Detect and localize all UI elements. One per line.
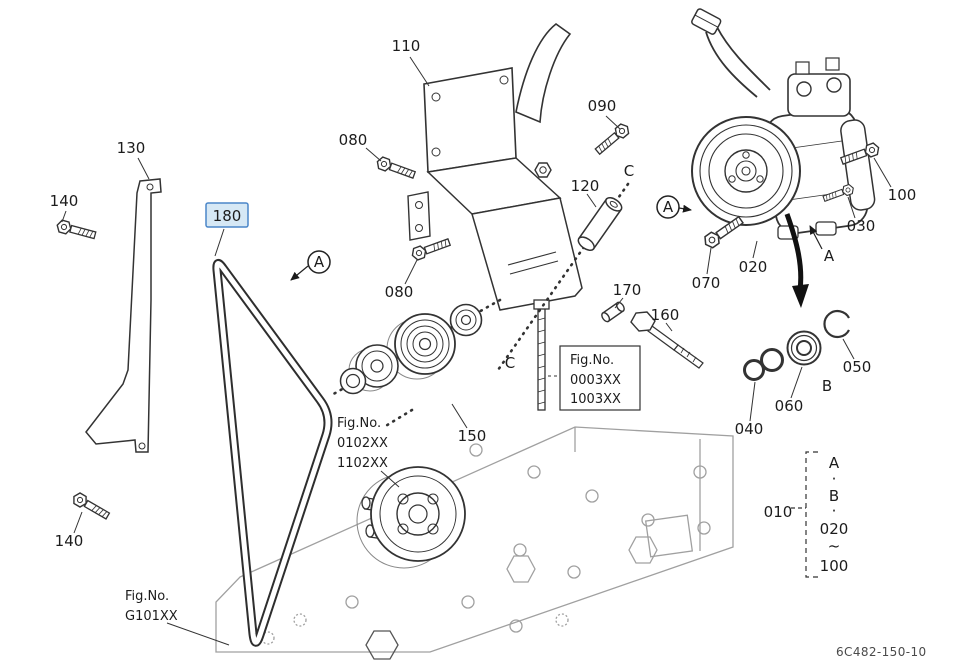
part-label-160[interactable]: 160 bbox=[651, 306, 680, 324]
callout-a-text: A bbox=[663, 198, 674, 216]
selected-part-180[interactable]: 180 bbox=[205, 202, 249, 228]
legend-item: ~ bbox=[828, 537, 841, 555]
legend-item: · bbox=[832, 502, 837, 520]
part-label-050[interactable]: 050 bbox=[843, 358, 872, 376]
part-label-180[interactable]: 180 bbox=[213, 207, 242, 225]
part-label-150[interactable]: 150 bbox=[458, 427, 487, 445]
bearing-group-drawing bbox=[743, 309, 850, 381]
part-label-140-top[interactable]: 140 bbox=[50, 192, 79, 210]
callout-a-plain: A bbox=[809, 225, 835, 265]
bolt-080-top-drawing bbox=[374, 155, 417, 182]
fig-ref-code[interactable]: 1102XX bbox=[337, 456, 388, 471]
part-label-080-top[interactable]: 080 bbox=[339, 131, 368, 149]
frame-nut bbox=[628, 536, 658, 564]
bracket-130-drawing bbox=[85, 178, 162, 453]
callout-b-text: B bbox=[822, 377, 832, 395]
o-ring-040 bbox=[760, 348, 784, 372]
callout-c-bottom: C bbox=[505, 354, 515, 372]
fig-ref-code[interactable]: G101XX bbox=[125, 609, 178, 624]
leader-lines bbox=[61, 56, 892, 646]
callout-c-top: C bbox=[624, 162, 634, 180]
fig-ref-code[interactable]: 0003XX bbox=[570, 373, 621, 388]
bolt-140-top-drawing bbox=[54, 218, 98, 242]
legend-item: A bbox=[829, 454, 840, 472]
callout-a-text: A bbox=[314, 253, 325, 271]
part-label-010[interactable]: 010 bbox=[764, 503, 793, 521]
fig-ref-title: Fig.No. bbox=[570, 353, 614, 368]
part-label-170[interactable]: 170 bbox=[613, 281, 642, 299]
chassis-frame-drawing bbox=[215, 426, 734, 660]
drawing-number: 6C482-150-10 bbox=[836, 645, 927, 659]
fig-ref-title: Fig.No. bbox=[337, 416, 381, 431]
bolt-160-drawing bbox=[630, 311, 706, 369]
callout-a-text: A bbox=[824, 247, 835, 265]
snap-ring-050 bbox=[823, 309, 850, 339]
crank-pulley-drawing bbox=[356, 466, 466, 569]
legend-item: B bbox=[829, 487, 839, 505]
weld-nut bbox=[534, 162, 552, 178]
legend-item: 100 bbox=[820, 557, 849, 575]
bolt-090-drawing bbox=[592, 121, 632, 157]
part-label-070[interactable]: 070 bbox=[692, 274, 721, 292]
bracket-110-drawing bbox=[407, 23, 583, 411]
o-ring-040 bbox=[743, 359, 765, 381]
callout-a-compressor: A bbox=[656, 195, 692, 219]
spacer-120-drawing bbox=[577, 197, 623, 251]
idler-pulley-set-150 bbox=[339, 303, 483, 395]
assembly-arrow bbox=[784, 213, 809, 308]
connector-drawing bbox=[691, 8, 722, 35]
figure-ref-box[interactable]: Fig.No. 0003XX 1003XX bbox=[559, 345, 641, 411]
part-label-110[interactable]: 110 bbox=[392, 37, 421, 55]
collar-170-drawing bbox=[601, 301, 625, 323]
selected-part-highlight bbox=[205, 202, 249, 228]
legend-item: · bbox=[832, 470, 837, 488]
fig-ref-title: Fig.No. bbox=[125, 589, 169, 604]
frame-nut bbox=[506, 555, 536, 583]
bolt-080-lower-drawing bbox=[409, 235, 452, 262]
fig-ref-code[interactable]: 0102XX bbox=[337, 436, 388, 451]
part-label-090[interactable]: 090 bbox=[588, 97, 617, 115]
part-label-100[interactable]: 100 bbox=[888, 186, 917, 204]
part-label-020[interactable]: 020 bbox=[739, 258, 768, 276]
bolt-140-bottom-drawing bbox=[70, 490, 112, 522]
part-label-060[interactable]: 060 bbox=[775, 397, 804, 415]
bearing-060 bbox=[786, 330, 822, 366]
callout-a-belt: A bbox=[290, 250, 331, 281]
part-label-130[interactable]: 130 bbox=[117, 139, 146, 157]
figure-ref-frame[interactable]: Fig.No. G101XX bbox=[125, 589, 178, 624]
legend-bracket bbox=[805, 451, 818, 578]
legend-group: A · B · 020 ~ 100 bbox=[791, 451, 849, 578]
figure-ref-crank[interactable]: Fig.No. 0102XX 1102XX bbox=[337, 416, 388, 471]
fig-ref-border bbox=[559, 345, 641, 411]
belt-drawing bbox=[212, 259, 333, 647]
part-label-120[interactable]: 120 bbox=[571, 177, 600, 195]
part-label-140-bottom[interactable]: 140 bbox=[55, 532, 84, 550]
fig-ref-code[interactable]: 1003XX bbox=[570, 392, 621, 407]
frame-bolt bbox=[365, 630, 399, 660]
legend-item: 020 bbox=[820, 520, 849, 538]
part-label-080-lower[interactable]: 080 bbox=[385, 283, 414, 301]
part-label-030[interactable]: 030 bbox=[847, 217, 876, 235]
part-label-040[interactable]: 040 bbox=[735, 420, 764, 438]
clutch-pulley-drawing bbox=[691, 116, 801, 226]
compressor-drawing bbox=[691, 8, 876, 240]
